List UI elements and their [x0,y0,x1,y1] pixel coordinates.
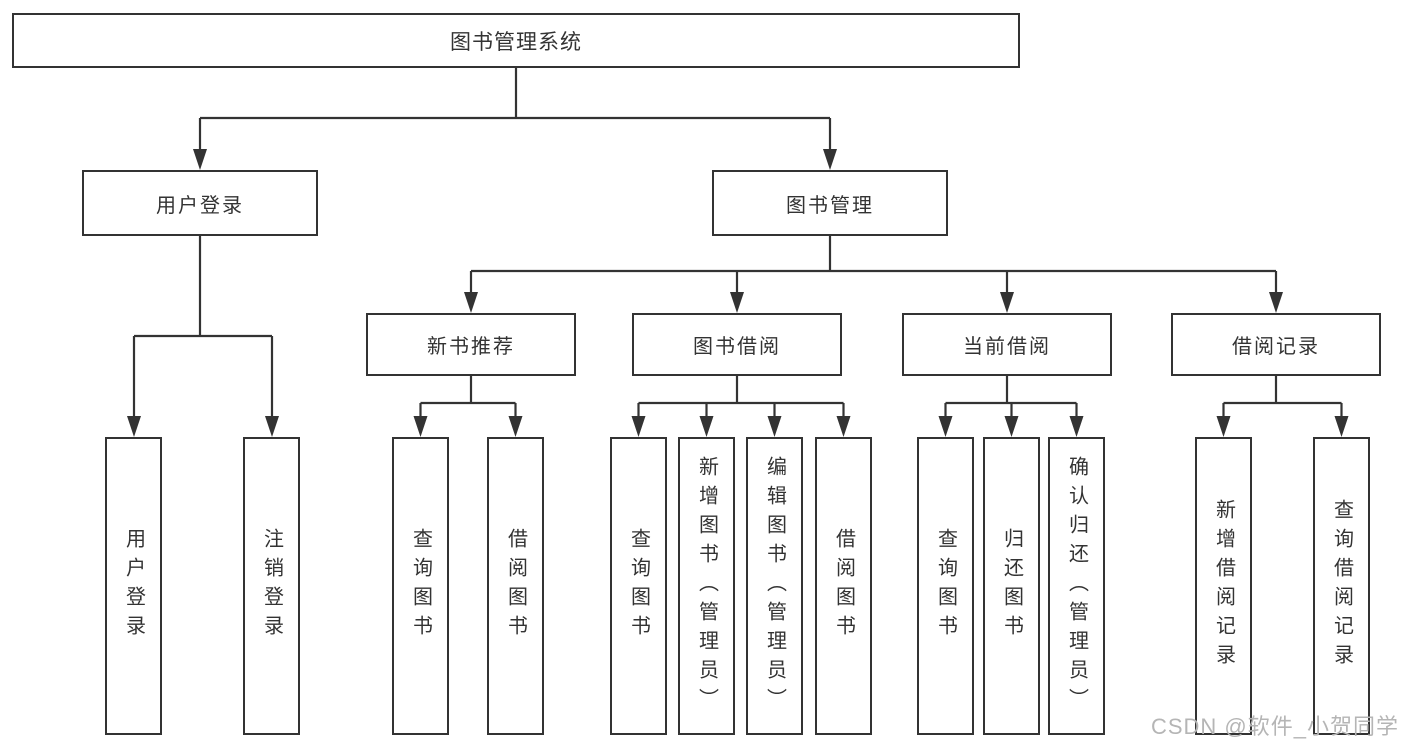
leaf-newbook-query-label: 查询图书 [409,528,432,644]
csdn-watermark: CSDN @软件_小贺同学 [1150,714,1399,739]
leaf-borrow-edit: 编辑图书（管理员） [746,437,803,735]
node-current-borrow: 当前借阅 [902,313,1112,376]
node-book-borrow-label: 图书借阅 [693,336,781,358]
leaf-current-query-label: 查询图书 [934,528,957,644]
node-book-mgmt: 图书管理 [712,170,948,236]
leaf-logout-label: 注销登录 [260,528,283,644]
leaf-current-return: 归还图书 [983,437,1040,735]
leaf-current-return-label: 归还图书 [1000,528,1023,644]
leaf-newbook-borrow-label: 借阅图书 [504,528,527,644]
leaf-user-login: 用户登录 [105,437,162,735]
node-user-login: 用户登录 [82,170,318,236]
leaf-borrow-add-label: 新增图书（管理员） [695,455,718,717]
node-borrow-records: 借阅记录 [1171,313,1381,376]
leaf-record-add: 新增借阅记录 [1195,437,1252,735]
leaf-newbook-borrow: 借阅图书 [487,437,544,735]
leaf-borrow-query: 查询图书 [610,437,667,735]
leaf-user-login-label: 用户登录 [122,528,145,644]
node-user-login-label: 用户登录 [156,194,244,217]
leaf-current-confirm-label: 确认归还（管理员） [1065,455,1088,717]
node-new-book-rec-label: 新书推荐 [427,336,515,358]
node-book-mgmt-label: 图书管理 [786,194,874,217]
node-book-borrow: 图书借阅 [632,313,842,376]
leaf-borrow-query-label: 查询图书 [627,528,650,644]
leaf-current-query: 查询图书 [917,437,974,735]
node-current-borrow-label: 当前借阅 [963,336,1051,358]
leaf-record-query-label: 查询借阅记录 [1330,499,1353,673]
leaf-current-confirm: 确认归还（管理员） [1048,437,1105,735]
leaf-borrow-book-label: 借阅图书 [832,528,855,644]
leaf-borrow-book: 借阅图书 [815,437,872,735]
leaf-borrow-add: 新增图书（管理员） [678,437,735,735]
leaf-record-add-label: 新增借阅记录 [1212,499,1235,673]
leaf-logout: 注销登录 [243,437,300,735]
node-root: 图书管理系统 [12,13,1020,68]
node-root-label: 图书管理系统 [450,30,582,54]
node-borrow-records-label: 借阅记录 [1232,336,1320,358]
leaf-record-query: 查询借阅记录 [1313,437,1370,735]
leaf-newbook-query: 查询图书 [392,437,449,735]
node-new-book-rec: 新书推荐 [366,313,576,376]
leaf-borrow-edit-label: 编辑图书（管理员） [763,455,786,717]
